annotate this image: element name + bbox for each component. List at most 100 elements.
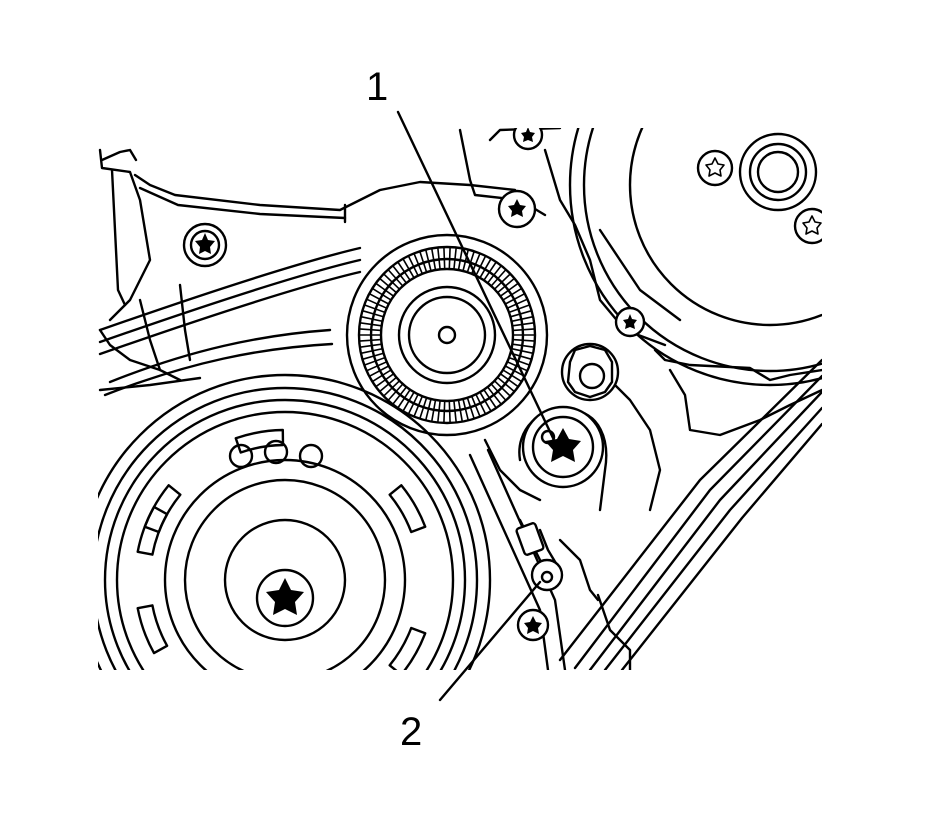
pulley-tooth	[358, 338, 383, 342]
pulley-tooth	[511, 321, 535, 327]
pulley-tooth	[413, 252, 424, 275]
crank-bolt-icon	[255, 568, 315, 628]
pulley-tooth	[499, 282, 520, 298]
pulley-tooth	[382, 379, 401, 397]
pulley-tooth	[462, 398, 470, 422]
pulley-tooth	[475, 393, 487, 415]
pulley-tooth	[363, 304, 386, 314]
pulley-tooth	[486, 264, 503, 284]
pulley-tooth	[378, 376, 398, 393]
pulley-tooth	[407, 393, 419, 415]
pulley-tooth	[499, 372, 520, 388]
pulley-tooth	[365, 360, 388, 372]
pulley-tooth	[466, 396, 476, 420]
pulley-tooth	[509, 309, 533, 318]
pulley-tooth	[457, 247, 464, 271]
pulley-tooth	[382, 273, 401, 291]
pulley-tooth	[448, 400, 451, 424]
pulley-tooth	[361, 352, 385, 361]
torx-bolt-icon	[512, 128, 544, 151]
tensioner-pulley	[345, 233, 549, 437]
pulley-tooth	[493, 379, 512, 397]
pulley-tooth	[508, 304, 531, 314]
pulley-tooth	[457, 399, 464, 423]
pulley-tooth	[396, 388, 411, 409]
drive-belt	[98, 246, 822, 670]
torx-bolt-icon	[182, 222, 228, 268]
pulley-slot	[388, 626, 427, 670]
pulley-tooth	[510, 315, 534, 323]
pulley-tooth	[483, 261, 498, 282]
callout-2: 2	[400, 580, 542, 754]
torx-bolt-icon	[614, 306, 646, 338]
pulley-tooth	[407, 255, 419, 277]
pulley-slot	[136, 505, 169, 556]
engine-front-cover	[98, 128, 822, 670]
pulley-tooth	[448, 246, 451, 270]
pulley-tooth	[483, 388, 498, 409]
tensioner-hex-nut-icon	[560, 342, 620, 402]
pulley-tooth	[506, 298, 529, 310]
pulley-tooth	[402, 257, 415, 279]
pulley-tooth	[378, 277, 398, 294]
pulley-slot	[212, 698, 260, 727]
pulley-tooth	[391, 264, 408, 284]
pulley-tooth	[453, 399, 458, 424]
pulley-tooth	[436, 246, 441, 271]
pulley-tooth	[496, 277, 516, 294]
pulley-tooth	[479, 391, 492, 413]
pulley-tooth	[430, 399, 437, 423]
pulley-tooth	[436, 399, 441, 424]
pulley-tooth	[368, 292, 390, 305]
pulley-tooth	[510, 347, 534, 355]
pulley-tooth	[502, 369, 523, 383]
pulley-tooth	[506, 360, 529, 372]
pulley-tooth	[413, 395, 424, 418]
pulley-slot	[234, 428, 285, 454]
pulley-tooth	[387, 383, 404, 402]
pulley-tooth	[424, 248, 432, 272]
pulley-tooth	[368, 365, 390, 378]
pulley-tooth	[374, 372, 395, 388]
pulley-tooth	[511, 343, 535, 349]
torx-bolt-icon	[696, 149, 734, 187]
locking-pin-icon	[515, 522, 564, 592]
pulley-tooth	[466, 250, 476, 274]
pulley-tooth	[371, 369, 392, 383]
torx-bolt-icon	[516, 608, 550, 642]
pulley-tooth	[424, 398, 432, 422]
pulley-tooth	[496, 376, 516, 393]
pulley-tooth	[504, 365, 526, 378]
pulley-tooth	[359, 343, 383, 349]
pulley-tooth	[453, 246, 458, 271]
pulley-tooth	[511, 338, 536, 342]
pulley-tooth	[361, 309, 385, 318]
pulley-slot	[136, 604, 169, 655]
pulley-tooth	[470, 395, 481, 418]
pulley-tooth	[360, 347, 384, 355]
callout-1: 1	[366, 65, 555, 440]
tensioner-arm	[483, 342, 662, 512]
timing-holes	[228, 439, 324, 469]
pulley-tooth	[371, 287, 392, 301]
pulley-tooth	[502, 287, 523, 301]
pulley-tooth	[418, 396, 428, 420]
pulley-tooth	[479, 257, 492, 279]
torx-bolt-icon	[497, 189, 537, 229]
pulley-tooth	[443, 246, 446, 270]
torx-bolt-icon	[793, 207, 822, 245]
pulley-tooth	[490, 268, 507, 287]
pulley-tooth	[508, 356, 531, 366]
pulley-tooth	[462, 248, 470, 272]
pulley-tooth	[493, 273, 512, 291]
pulley-tooth	[443, 400, 446, 424]
pulley-tooth	[504, 292, 526, 305]
callout-1-label: 1	[366, 65, 388, 109]
lower-bracket	[515, 518, 564, 642]
crankshaft-pulley	[98, 373, 492, 727]
pulley-tooth	[490, 383, 507, 402]
pulley-tooth	[430, 247, 437, 271]
pulley-tooth	[396, 261, 411, 282]
pulley-tooth	[486, 386, 503, 406]
